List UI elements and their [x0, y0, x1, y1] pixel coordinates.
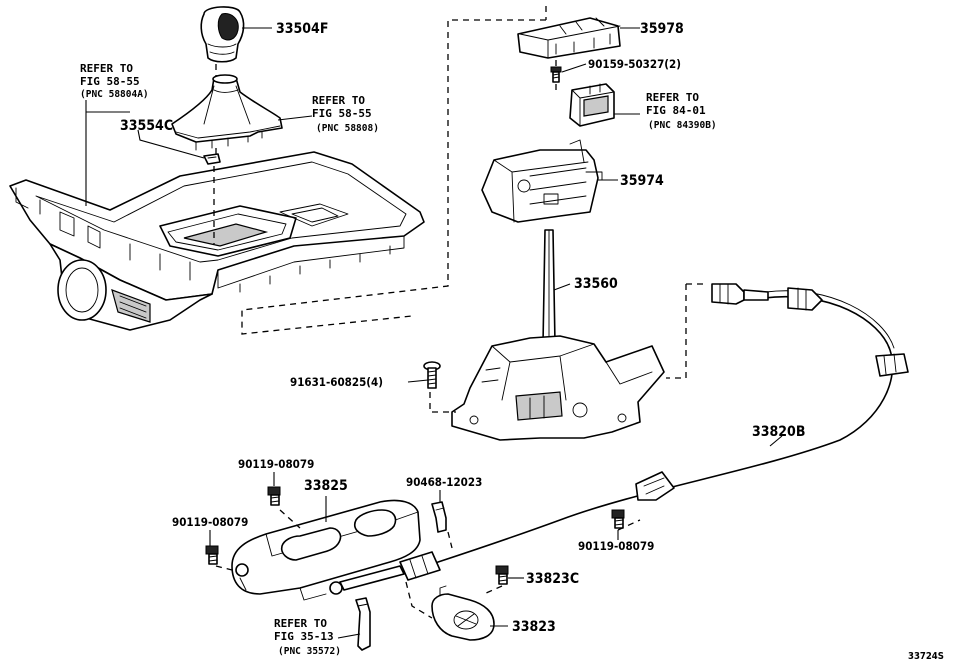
- label-console-ref-1: REFER TO: [80, 62, 133, 75]
- hanger-rod[interactable]: [355, 597, 371, 651]
- label-console-ref-3: (PNC 58804A): [80, 89, 149, 100]
- label-switch-ref-1: REFER TO: [646, 91, 699, 104]
- label-bolt-main: 91631-60825(4): [290, 375, 383, 389]
- bolt-bracket-upper[interactable]: [267, 486, 281, 506]
- label-bolt-left-lower: 90119-08079: [172, 515, 248, 529]
- cable-plate[interactable]: [431, 585, 495, 641]
- label-indicator-housing: 35978: [640, 21, 684, 37]
- label-screw-top: 90159-50327(2): [588, 57, 681, 71]
- label-position-sensor: 35974: [620, 173, 664, 189]
- screw-top[interactable]: [550, 66, 562, 83]
- console-assembly[interactable]: [9, 151, 425, 331]
- label-cable: 33820B: [752, 424, 805, 440]
- bolt-lever-mount[interactable]: [423, 361, 441, 389]
- label-switch-ref-3: (PNC 84390B): [648, 120, 717, 131]
- label-console-ref-2: FIG 58-55: [80, 75, 140, 88]
- bolt-bracket-lower[interactable]: [205, 545, 219, 565]
- label-bottom-ref-2: FIG 35-13: [274, 630, 334, 643]
- shift-boot-cover[interactable]: [171, 74, 283, 151]
- label-bolt-right: 90119-08079: [578, 539, 654, 553]
- boot-clip[interactable]: [203, 153, 221, 165]
- bolt-plate[interactable]: [495, 565, 509, 585]
- callout-labels: 33504F REFER TO FIG 58-55 (PNC 58804A) 3…: [80, 21, 944, 662]
- label-boot-ref-3: (PNC 58808): [316, 123, 379, 134]
- label-plate: 33823: [512, 619, 556, 635]
- label-bottom-ref-3: (PNC 35572): [278, 646, 341, 657]
- assembly-guides: [213, 6, 708, 619]
- shift-cable[interactable]: [329, 283, 909, 595]
- shift-lever-shaft[interactable]: [542, 229, 556, 345]
- cable-clip[interactable]: [431, 501, 447, 533]
- label-boot-ref-1: REFER TO: [312, 94, 365, 107]
- cable-bracket[interactable]: [231, 499, 421, 601]
- label-bottom-ref-1: REFER TO: [274, 617, 327, 630]
- label-bracket: 33825: [304, 478, 348, 494]
- shift-knob[interactable]: [200, 6, 245, 63]
- shift-lever-base[interactable]: [451, 335, 665, 441]
- position-sensor[interactable]: [481, 139, 603, 223]
- label-figure-id: 33724S: [908, 651, 944, 662]
- leader-lines: [85, 27, 783, 639]
- label-boot-ref-2: FIG 58-55: [312, 107, 372, 120]
- shift-switch[interactable]: [569, 83, 615, 127]
- label-switch-ref-2: FIG 84-01: [646, 104, 706, 117]
- label-shift-boot: 33554C: [120, 118, 173, 134]
- indicator-housing[interactable]: [517, 17, 621, 59]
- label-bolt-small: 33823C: [526, 571, 579, 587]
- label-lever-shaft: 33560: [574, 276, 618, 292]
- label-clip: 90468-12023: [406, 475, 482, 489]
- bolt-cable-right[interactable]: [611, 509, 625, 529]
- label-bolt-left-upper: 90119-08079: [238, 457, 314, 471]
- label-knob: 33504F: [276, 21, 328, 37]
